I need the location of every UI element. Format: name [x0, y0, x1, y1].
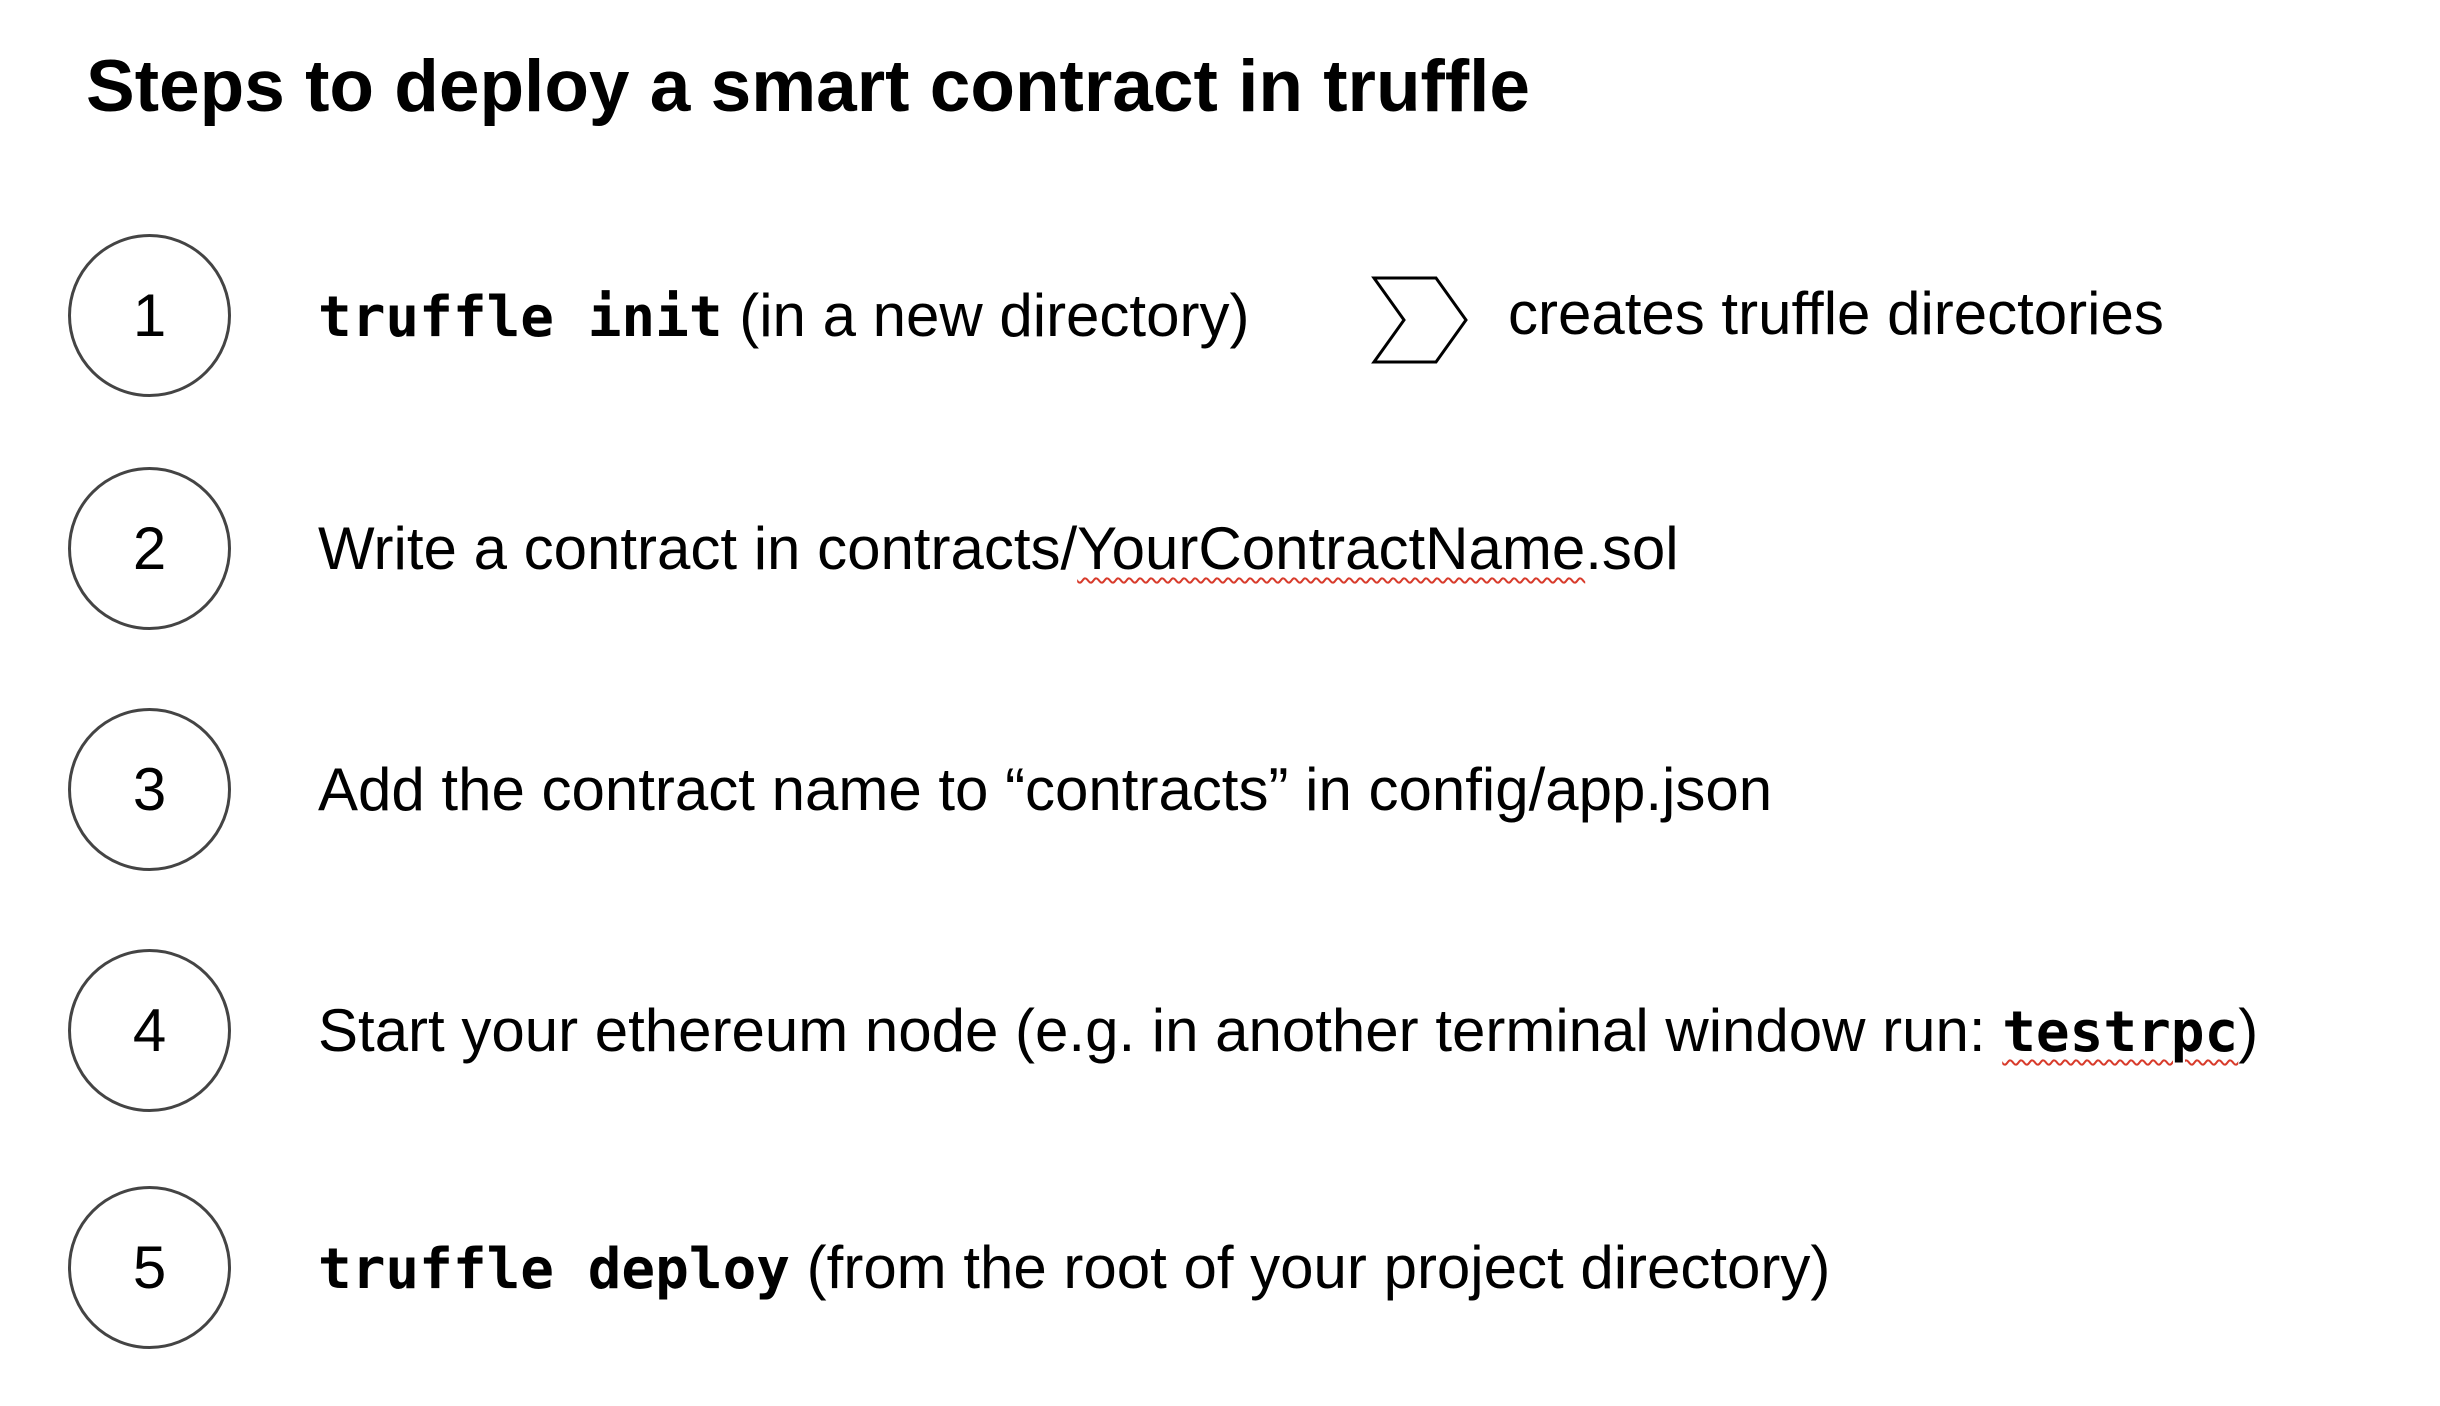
step-description: Write a contract in contracts/	[318, 515, 1078, 582]
command-code: testrpc	[2002, 1000, 2239, 1065]
step-3: 3 Add the contract name to “contracts” i…	[68, 708, 2398, 873]
command-code: truffle init	[318, 285, 723, 350]
slide-title: Steps to deploy a smart contract in truf…	[86, 46, 1531, 127]
step-description: (in a new directory)	[722, 282, 1250, 349]
step-result: creates truffle directories	[1508, 280, 2164, 347]
step-text: truffle deploy (from the root of your pr…	[318, 1238, 1830, 1298]
step-1: 1 truffle init (in a new directory) crea…	[68, 234, 2398, 399]
step-description: Start your ethereum node (e.g. in anothe…	[318, 997, 2003, 1064]
step-text: Write a contract in contracts/YourContra…	[318, 519, 1679, 579]
step-description-end: .sol	[1585, 515, 1679, 582]
step-text: Add the contract name to “contracts” in …	[318, 756, 1773, 823]
step-5: 5 truffle deploy (from the root of your …	[68, 1186, 2398, 1351]
step-text: truffle init (in a new directory)	[318, 286, 1249, 346]
step-number-circle: 5	[68, 1186, 231, 1349]
step-number-circle: 2	[68, 467, 231, 630]
chevron-right-icon	[1371, 276, 1468, 364]
step-description-end: )	[2238, 997, 2259, 1064]
step-number-circle: 4	[68, 949, 231, 1112]
step-4: 4 Start your ethereum node (e.g. in anot…	[68, 949, 2398, 1114]
spellcheck-flagged-word: YourContractName	[1077, 515, 1586, 582]
step-number-circle: 1	[68, 234, 231, 397]
step-text: Start your ethereum node (e.g. in anothe…	[318, 1001, 2258, 1061]
command-code: truffle deploy	[318, 1237, 791, 1302]
step-description: (from the root of your project directory…	[790, 1234, 1831, 1301]
step-number-circle: 3	[68, 708, 231, 871]
step-2: 2 Write a contract in contracts/YourCont…	[68, 467, 2398, 632]
